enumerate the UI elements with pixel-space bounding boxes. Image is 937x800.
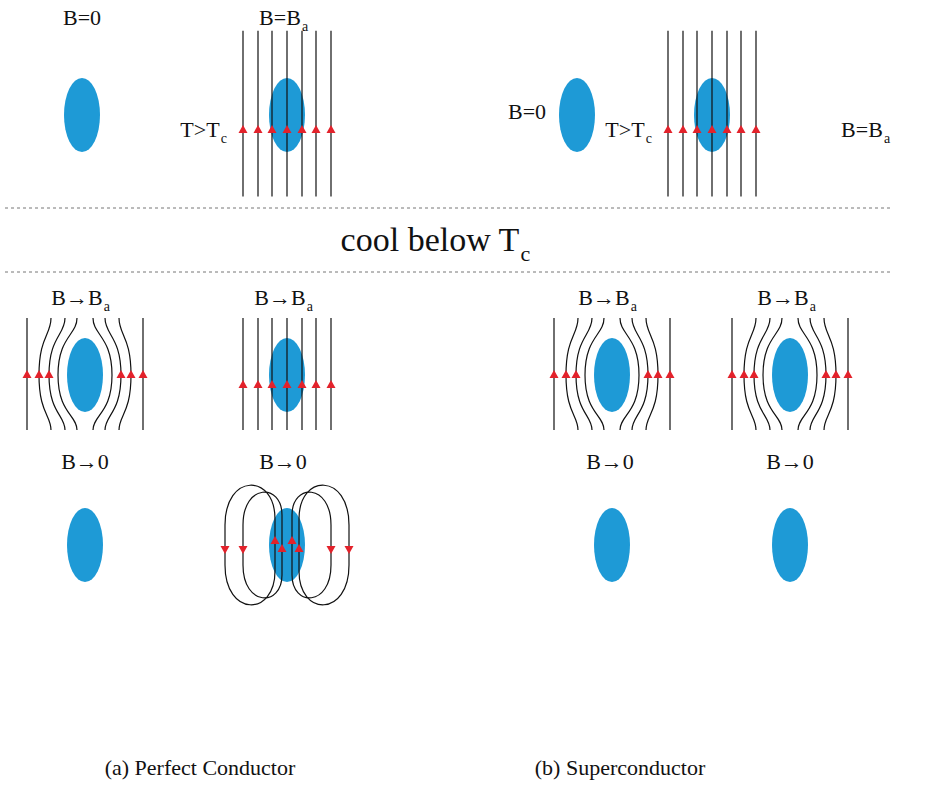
subscript: a: [307, 299, 313, 315]
subscript: c: [221, 131, 227, 147]
field-label: B→B: [578, 285, 629, 310]
subscript: a: [884, 131, 890, 147]
field-label: B→B: [254, 285, 305, 310]
temperature-label: T>T: [180, 117, 219, 142]
field-label: B→0: [766, 449, 814, 474]
temperature-label: T>T: [605, 117, 644, 142]
field-label: B=B: [259, 5, 301, 30]
field-label: B=B: [841, 117, 883, 142]
panel-caption: (a) Perfect Conductor: [105, 755, 296, 780]
panel-caption: (b) Superconductor: [535, 755, 705, 780]
subscript: c: [646, 131, 652, 147]
field-label: B→0: [259, 449, 307, 474]
subscript: a: [631, 299, 637, 315]
subscript: c: [520, 241, 530, 266]
field-label: B=0: [63, 5, 101, 30]
field-label: B→0: [586, 449, 634, 474]
step-label: cool below T: [341, 220, 520, 259]
field-label: B→B: [51, 285, 102, 310]
subscript: a: [302, 19, 308, 35]
field-label: B→0: [61, 449, 109, 474]
subscript: a: [810, 299, 816, 315]
field-label: B→B: [757, 285, 808, 310]
field-label: B=0: [508, 99, 546, 124]
subscript: a: [104, 299, 110, 315]
